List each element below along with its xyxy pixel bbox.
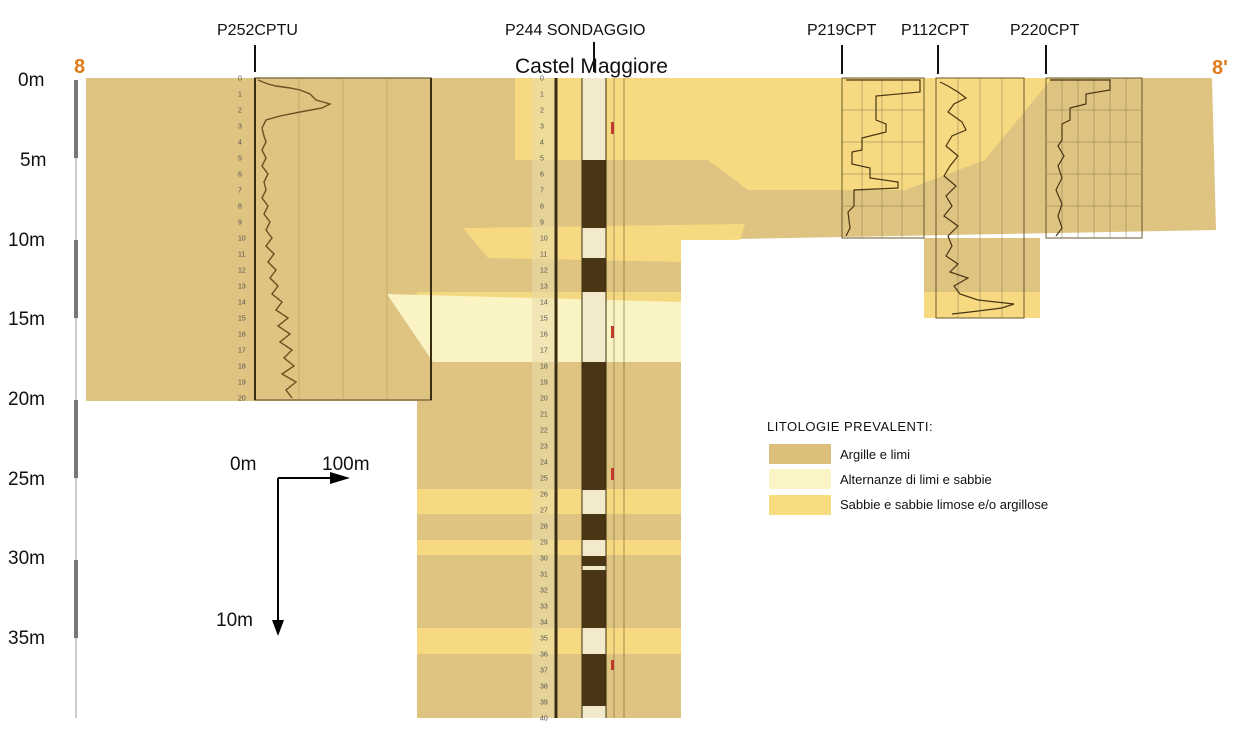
depth-tick: 17 bbox=[540, 348, 548, 355]
depth-tick: 8 bbox=[238, 204, 242, 211]
well-title-p112: P112CPT bbox=[901, 22, 969, 39]
depth-labels: 0m 5m 10m 15m 20m 25m 30m 35m bbox=[8, 70, 46, 649]
depth-tick: 13 bbox=[540, 284, 548, 291]
depth-tick: 0 bbox=[238, 76, 242, 83]
depth-tick: 33 bbox=[540, 604, 548, 611]
depth-tick: 3 bbox=[540, 124, 544, 131]
depth-label-10: 10m bbox=[8, 230, 45, 251]
well-title-p244: P244 SONDAGGIO bbox=[505, 22, 646, 39]
depth-tick: 25 bbox=[540, 476, 548, 483]
depth-tick: 16 bbox=[238, 332, 246, 339]
legend-label-alternation: Alternanze di limi e sabbie bbox=[840, 472, 992, 487]
depth-tick: 27 bbox=[540, 508, 548, 515]
depth-tick: 14 bbox=[540, 300, 548, 307]
scale-vertical-label: 10m bbox=[216, 610, 253, 631]
section-start-label: 8 bbox=[74, 56, 85, 78]
depth-tick: 10 bbox=[238, 236, 246, 243]
depth-tick: 24 bbox=[540, 460, 548, 467]
depth-tick: 12 bbox=[540, 268, 548, 275]
legend-swatch-clay bbox=[769, 444, 831, 464]
depth-tick: 18 bbox=[540, 364, 548, 371]
well-title-p220: P220CPT bbox=[1010, 22, 1080, 39]
depth-tick: 12 bbox=[238, 268, 246, 275]
depth-tick: 2 bbox=[540, 108, 544, 115]
p112-sand-base bbox=[924, 292, 1040, 318]
depth-tick: 29 bbox=[540, 540, 548, 547]
depth-tick: 38 bbox=[540, 684, 548, 691]
scale-bar: 0m 100m 10m bbox=[216, 454, 370, 636]
well-titles: P252CPTU P244 SONDAGGIO P219CPT P112CPT … bbox=[217, 22, 1080, 78]
depth-label-25: 25m bbox=[8, 469, 45, 490]
depth-tick: 1 bbox=[238, 92, 242, 99]
depth-tick: 15 bbox=[540, 316, 548, 323]
legend: LITOLOGIE PREVALENTI: Argille e limi Alt… bbox=[767, 419, 1048, 515]
depth-label-35: 35m bbox=[8, 628, 45, 649]
depth-tick: 8 bbox=[540, 204, 544, 211]
depth-tick: 22 bbox=[540, 428, 548, 435]
depth-tick: 32 bbox=[540, 588, 548, 595]
depth-tick: 15 bbox=[238, 316, 246, 323]
depth-tick: 7 bbox=[238, 188, 242, 195]
depth-tick: 2 bbox=[238, 108, 242, 115]
depth-label-0: 0m bbox=[18, 70, 44, 91]
depth-label-20: 20m bbox=[8, 389, 45, 410]
depth-tick: 18 bbox=[238, 364, 246, 371]
depth-tick: 39 bbox=[540, 700, 548, 707]
depth-label-5: 5m bbox=[20, 150, 46, 171]
depth-tick: 14 bbox=[238, 300, 246, 307]
legend-swatch-sand bbox=[769, 495, 831, 515]
scale-origin-label: 0m bbox=[230, 454, 256, 475]
depth-tick: 31 bbox=[540, 572, 548, 579]
depth-tick: 37 bbox=[540, 668, 548, 675]
depth-label-30: 30m bbox=[8, 548, 45, 569]
depth-tick: 9 bbox=[238, 220, 242, 227]
depth-tick: 20 bbox=[540, 396, 548, 403]
depth-tick: 35 bbox=[540, 636, 548, 643]
depth-tick: 6 bbox=[238, 172, 242, 179]
depth-tick: 5 bbox=[238, 156, 242, 163]
depth-tick: 11 bbox=[238, 252, 245, 259]
depth-tick: 1 bbox=[540, 92, 544, 99]
well-title-p219: P219CPT bbox=[807, 22, 877, 39]
legend-label-clay: Argille e limi bbox=[840, 447, 910, 462]
depth-tick: 9 bbox=[540, 220, 544, 227]
legend-label-sand: Sabbie e sabbie limose e/o argillose bbox=[840, 497, 1048, 512]
depth-tick: 21 bbox=[540, 412, 548, 419]
depth-tick: 40 bbox=[540, 716, 548, 723]
depth-tick: 26 bbox=[540, 492, 548, 499]
well-title-p252: P252CPTU bbox=[217, 22, 298, 39]
depth-tick: 17 bbox=[238, 348, 246, 355]
depth-tick: 13 bbox=[238, 284, 246, 291]
depth-tick: 28 bbox=[540, 524, 548, 531]
depth-label-15: 15m bbox=[8, 309, 45, 330]
town-name: Castel Maggiore bbox=[515, 55, 668, 78]
depth-tick: 19 bbox=[540, 380, 548, 387]
depth-tick: 4 bbox=[238, 140, 242, 147]
legend-swatch-alternation bbox=[769, 469, 831, 489]
depth-tick: 23 bbox=[540, 444, 548, 451]
depth-tick: 7 bbox=[540, 188, 544, 195]
depth-tick: 16 bbox=[540, 332, 548, 339]
depth-tick: 19 bbox=[238, 380, 246, 387]
legend-title: LITOLOGIE PREVALENTI: bbox=[767, 419, 933, 434]
depth-tick: 30 bbox=[540, 556, 548, 563]
scale-horizontal-label: 100m bbox=[322, 454, 370, 475]
depth-tick: 11 bbox=[540, 252, 547, 259]
depth-tick: 5 bbox=[540, 156, 544, 163]
section-end-label: 8' bbox=[1212, 57, 1228, 79]
depth-tick: 3 bbox=[238, 124, 242, 131]
depth-tick: 10 bbox=[540, 236, 548, 243]
depth-tick: 6 bbox=[540, 172, 544, 179]
depth-tick: 0 bbox=[540, 76, 544, 83]
depth-tick: 34 bbox=[540, 620, 548, 627]
depth-tick: 4 bbox=[540, 140, 544, 147]
depth-tick: 36 bbox=[540, 652, 548, 659]
depth-tick: 20 bbox=[238, 396, 246, 403]
